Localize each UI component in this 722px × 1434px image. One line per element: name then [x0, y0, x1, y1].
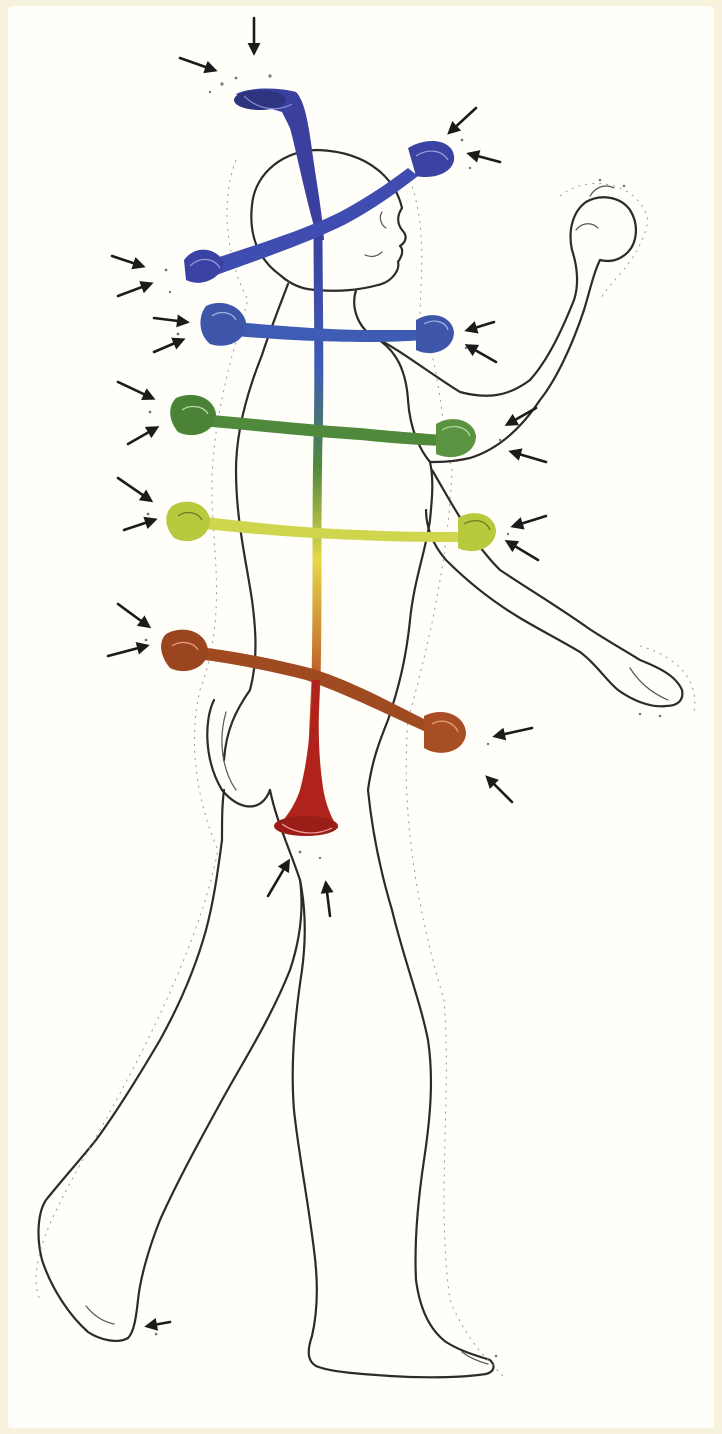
arrow-icon	[154, 318, 186, 322]
arrow-icon	[514, 516, 546, 526]
arrow-icon	[450, 108, 476, 132]
arrow-icon	[108, 646, 146, 656]
arrow-icon	[128, 428, 156, 444]
arrow-icon	[326, 884, 330, 916]
arrow-icon	[508, 408, 536, 424]
eye-mark	[380, 212, 386, 228]
solar-plexus-vortex	[166, 502, 496, 552]
arrow-icon	[118, 478, 150, 500]
mouth-mark	[365, 252, 382, 256]
arrow-icon	[488, 778, 512, 802]
throat-vortex	[200, 303, 454, 353]
arrow-icon	[508, 542, 538, 560]
arrow-icon	[118, 284, 150, 296]
lower-arm	[426, 470, 682, 706]
raised-arm	[376, 197, 636, 462]
aura-halo	[36, 160, 695, 1380]
arrow-icon	[268, 862, 288, 896]
back-leg	[39, 790, 302, 1341]
arrow-icon	[180, 58, 214, 70]
arrow-icon	[112, 256, 142, 266]
arrow-icon	[118, 604, 148, 626]
arrow-icon	[512, 452, 546, 462]
arrow-icon	[148, 1322, 170, 1326]
arrow-icon	[468, 346, 496, 362]
arrow-icon	[118, 382, 152, 398]
arrow-icon	[154, 340, 182, 352]
arrow-icon	[470, 154, 500, 162]
arrow-icon	[496, 728, 532, 736]
arrow-icon	[124, 520, 154, 530]
front-leg	[293, 790, 494, 1377]
root-vortex	[274, 680, 338, 836]
crown-vortex	[234, 89, 324, 241]
buttock-outline	[207, 700, 270, 807]
arrow-icon	[468, 322, 494, 330]
inflow-arrows	[108, 18, 546, 1326]
